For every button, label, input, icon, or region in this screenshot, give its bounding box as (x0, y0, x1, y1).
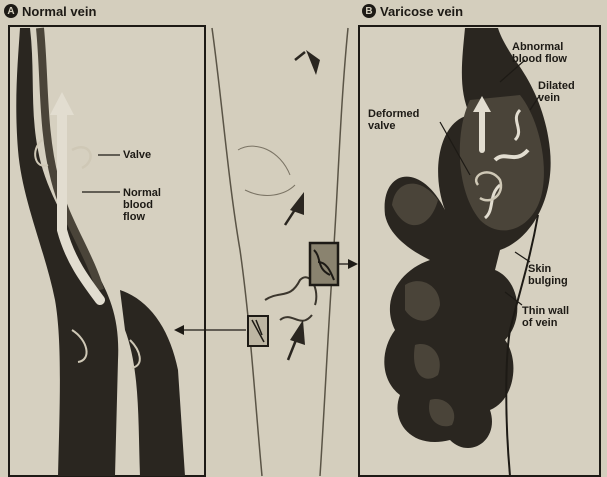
valve-label: Valve (123, 149, 151, 161)
leg-arrow-middle (290, 192, 304, 215)
abnormal-blood-flow-label: Abnormal blood flow (512, 41, 567, 65)
leg-arrow-top (306, 50, 320, 75)
callout-arrow-varicose (348, 259, 358, 269)
leg-arrow-lower (290, 320, 305, 345)
thin-wall-of-vein-label: Thin wall of vein (522, 305, 569, 329)
dilated-vein-label: Dilated vein (538, 80, 575, 104)
normal-blood-flow-label: Normal blood flow (123, 187, 161, 223)
skin-bulging-label: Skin bulging (528, 263, 568, 287)
deformed-valve-label: Deformed valve (368, 108, 419, 132)
